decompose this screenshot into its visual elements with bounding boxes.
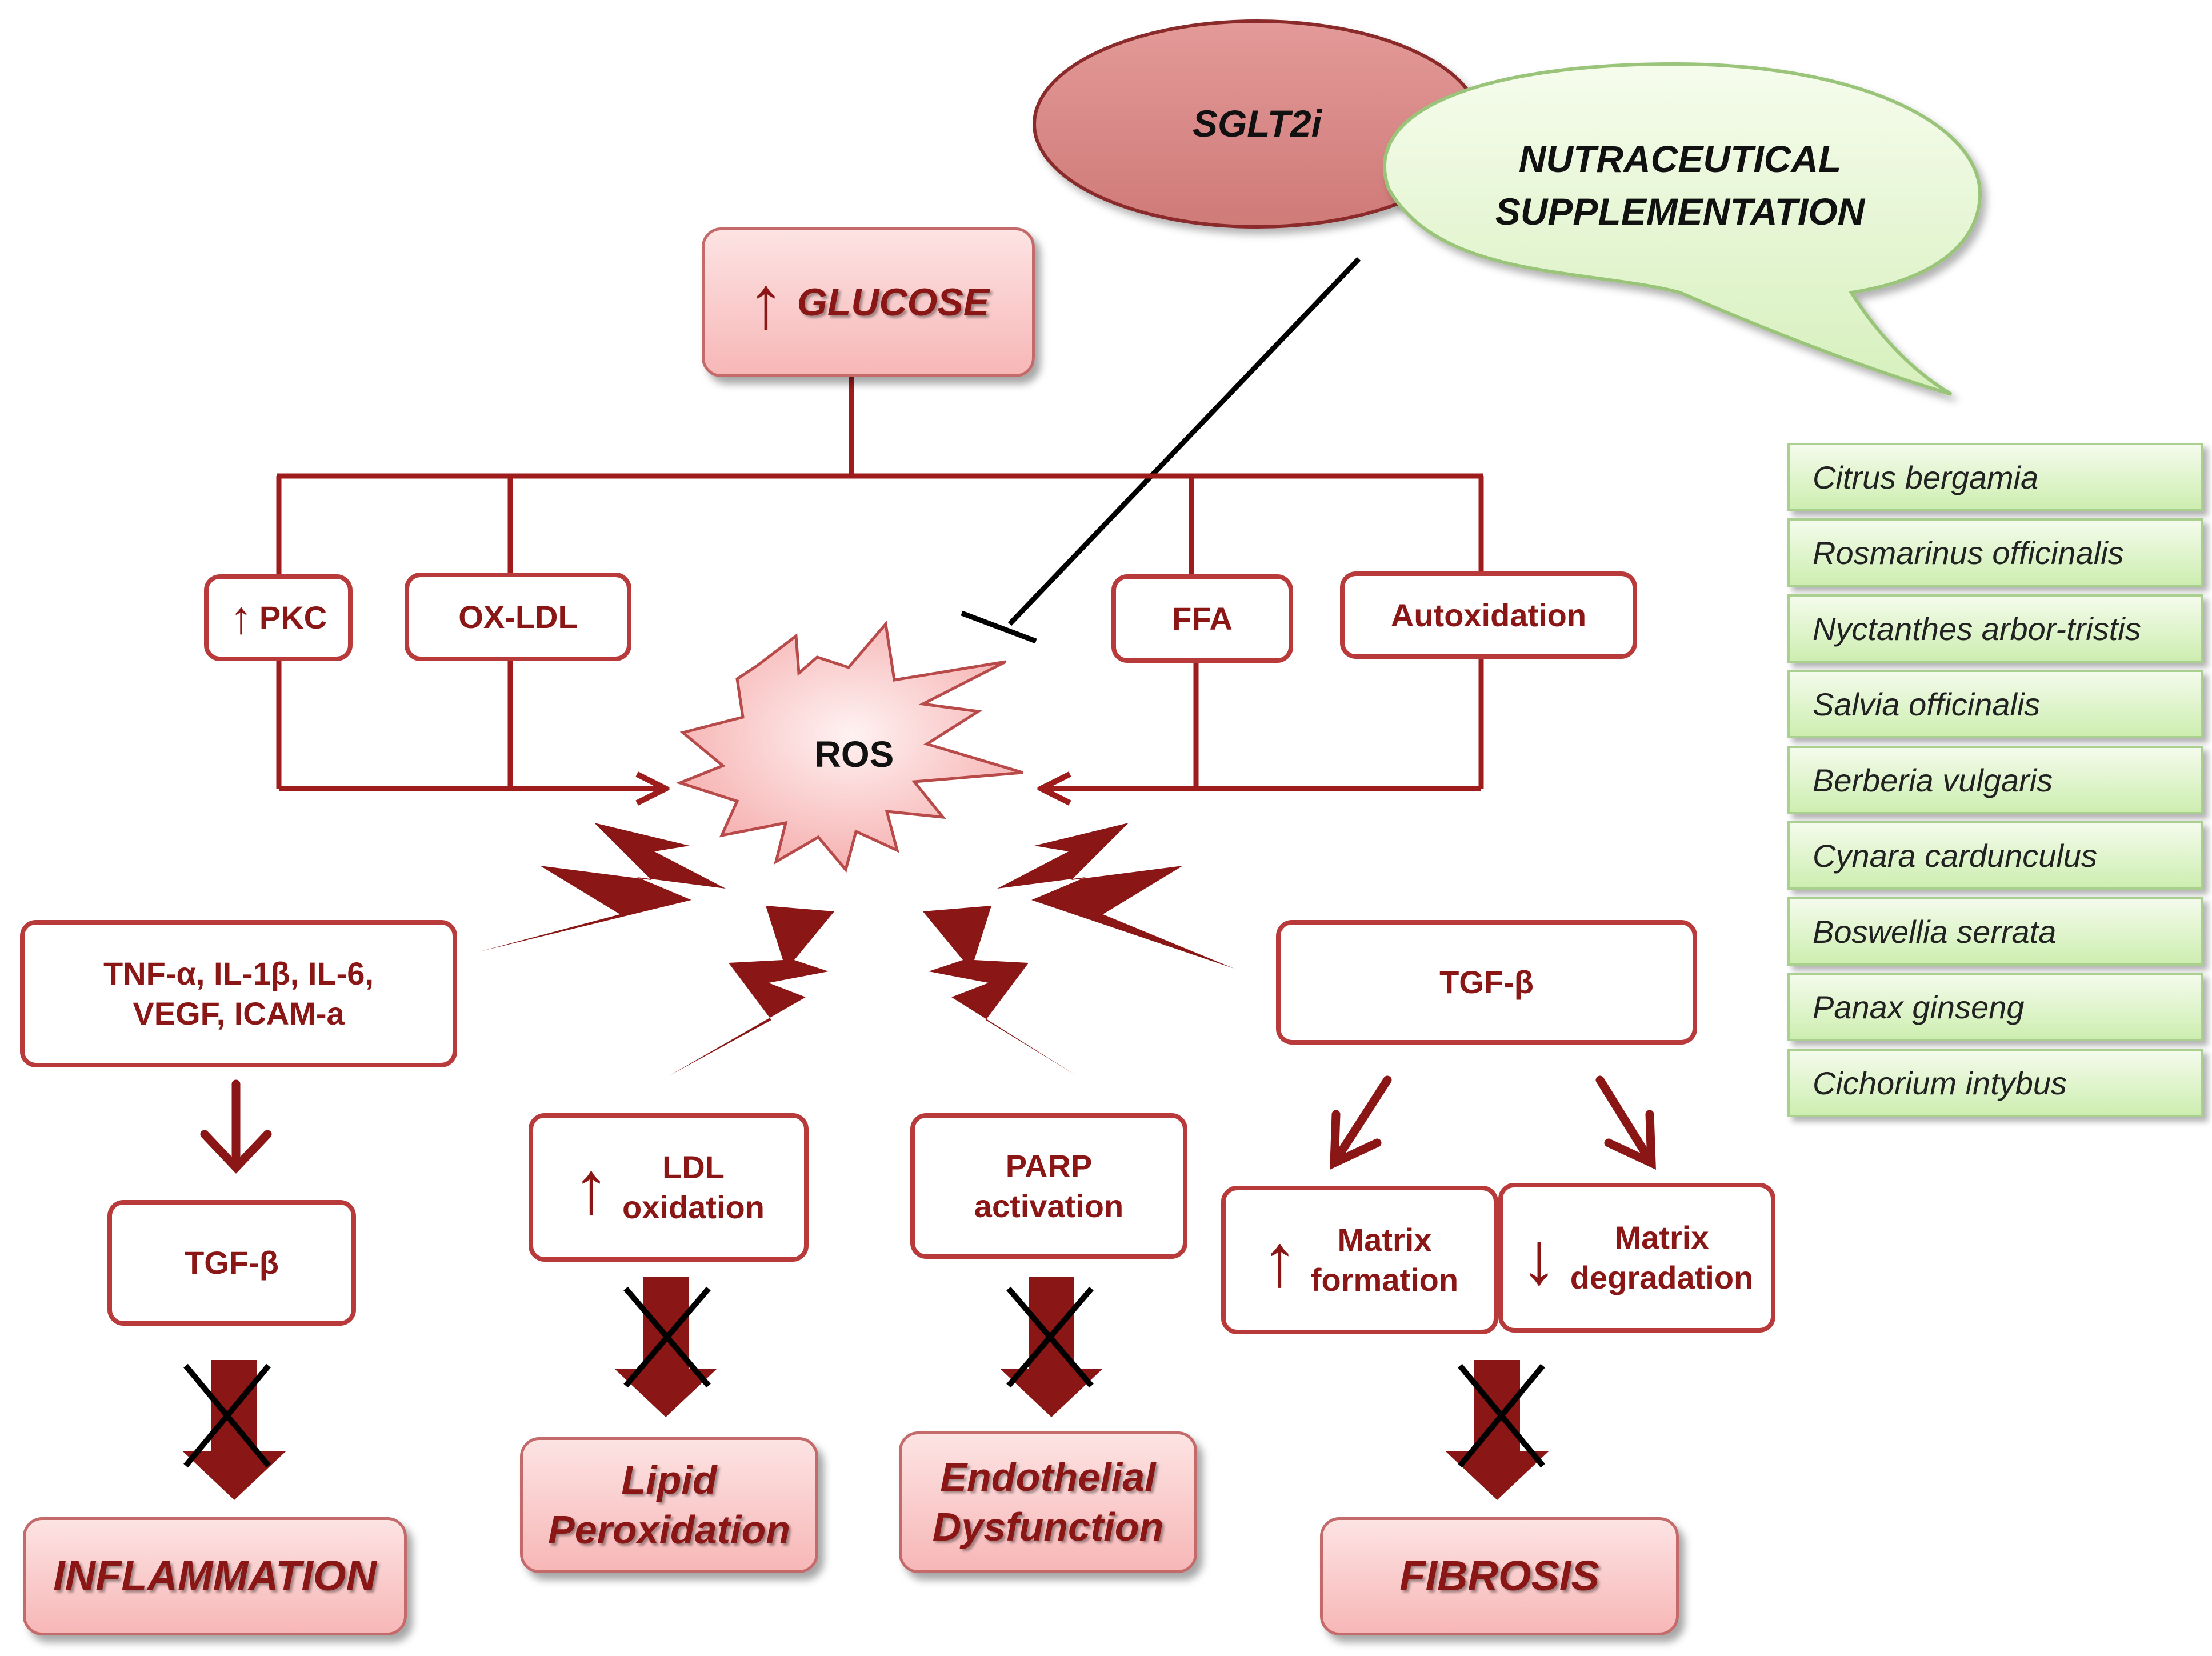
step-arrows bbox=[200, 1075, 1656, 1174]
bolt-left bbox=[480, 823, 726, 951]
plant-item: Cichorium intybus bbox=[1787, 1049, 2203, 1117]
ldl-oxidation-box: ↑ LDL oxidation bbox=[529, 1113, 809, 1262]
fibrosis-box: FIBROSIS bbox=[1320, 1517, 1679, 1635]
up-arrow-icon: ↑ bbox=[573, 1146, 610, 1229]
up-arrow-icon: ↑ bbox=[747, 261, 785, 344]
plant-item: Berberia vulgaris bbox=[1787, 746, 2203, 814]
glucose-label: GLUCOSE bbox=[797, 280, 990, 324]
ros-label: ROS bbox=[814, 734, 894, 775]
plant-item: Citrus bergamia bbox=[1787, 443, 2203, 511]
bolt-center-left bbox=[669, 906, 834, 1076]
plant-item: Panax ginseng bbox=[1787, 973, 2203, 1041]
inhibition-line bbox=[1007, 257, 1361, 626]
plant-item: Salvia officinalis bbox=[1787, 670, 2203, 738]
oxldl-box: OX-LDL bbox=[405, 573, 631, 661]
bolt-center-right bbox=[923, 906, 1077, 1076]
inflammation-box: INFLAMMATION bbox=[23, 1517, 407, 1635]
nutraceutical-bubble bbox=[1383, 62, 1982, 396]
pkc-box: ↑ PKC bbox=[204, 574, 353, 661]
tgf-beta-right-box: TGF-β bbox=[1276, 920, 1697, 1045]
matrix-formation-label: Matrix formation bbox=[1310, 1222, 1459, 1298]
lipid-peroxidation-box: Lipid Peroxidation bbox=[520, 1437, 818, 1573]
ldl-oxidation-label: LDL oxidation bbox=[622, 1149, 765, 1225]
plant-item: Rosmarinus officinalis bbox=[1787, 518, 2203, 587]
matrix-degradation-label: Matrix degradation bbox=[1570, 1219, 1754, 1295]
down-arrow-icon: ↓ bbox=[1520, 1216, 1558, 1299]
nutraceutical-label: NUTRACEUTICAL SUPPLEMENTATION bbox=[1495, 138, 1865, 233]
ros-starburst bbox=[675, 621, 1023, 873]
endothelial-dysfunction-box: Endothelial Dysfunction bbox=[899, 1431, 1197, 1573]
plant-item: Boswellia serrata bbox=[1787, 897, 2203, 966]
bolt-right bbox=[997, 823, 1234, 969]
matrix-degradation-box: ↓ Matrix degradation bbox=[1498, 1183, 1775, 1333]
tgf-beta-left-box: TGF-β bbox=[107, 1200, 356, 1326]
glucose-bus bbox=[276, 377, 1484, 789]
plant-item: Cynara cardunculus bbox=[1787, 821, 2203, 890]
matrix-formation-box: ↑ Matrix formation bbox=[1221, 1186, 1498, 1334]
sglt2i-label: SGLT2i bbox=[1192, 102, 1322, 145]
inhibition-bar bbox=[961, 610, 1037, 644]
autoxidation-box: Autoxidation bbox=[1340, 571, 1637, 659]
pkc-label: PKC bbox=[259, 599, 327, 635]
block-crosses bbox=[183, 1286, 1545, 1468]
up-arrow-icon: ↑ bbox=[1261, 1218, 1298, 1302]
plant-item: Nyctanthes arbor-tristis bbox=[1787, 594, 2203, 663]
ffa-box: FFA bbox=[1111, 574, 1293, 663]
up-arrow-icon: ↑ bbox=[229, 592, 253, 643]
blocked-arrows bbox=[183, 1277, 1549, 1500]
parp-activation-box: PARP activation bbox=[910, 1113, 1187, 1259]
lightning-bolts bbox=[480, 823, 1234, 1076]
cytokines-box: TNF-α, IL-1β, IL-6, VEGF, ICAM-a bbox=[20, 920, 457, 1067]
glucose-box: ↑ GLUCOSE bbox=[702, 227, 1035, 377]
